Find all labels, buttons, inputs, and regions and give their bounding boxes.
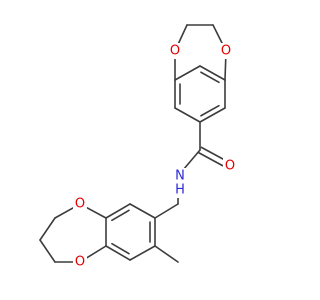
bond (154, 245, 179, 263)
double-bond (200, 146, 227, 162)
bond (177, 24, 188, 46)
double-bond (200, 104, 220, 117)
amide-hydrogen: H (175, 183, 185, 198)
bond (129, 203, 156, 219)
oxepine-oxygen-1: O (75, 197, 85, 212)
bond (39, 217, 56, 241)
atom-label-background (173, 168, 187, 184)
molecule-structure: O O O O O NH (39, 24, 237, 270)
double-bond (111, 242, 130, 255)
bond (174, 107, 201, 123)
bond (105, 203, 131, 219)
double-bond (197, 151, 224, 167)
bond (199, 107, 226, 123)
bond (224, 57, 227, 81)
amide-nitrogen: N (175, 169, 185, 184)
atom-label-background (168, 43, 182, 59)
oxepine-oxygen-2: O (75, 255, 85, 270)
atom-label-background (173, 182, 187, 198)
carbonyl-oxygen: O (225, 159, 235, 174)
bond (105, 245, 131, 261)
bond (129, 245, 156, 261)
bond (85, 206, 107, 219)
double-bond (200, 71, 220, 84)
bond (54, 206, 75, 219)
atom-label-background (219, 43, 233, 59)
atom-label-background (73, 196, 87, 212)
atom-label-background (73, 254, 87, 270)
bond (39, 239, 56, 263)
bond (212, 24, 224, 46)
bond (174, 65, 201, 81)
bond (154, 203, 179, 219)
bond (85, 245, 107, 260)
double-bond (111, 209, 130, 222)
dioxine-oxygen-1: O (170, 44, 180, 59)
atom-label-background (223, 158, 237, 174)
dioxine-oxygen-2: O (221, 44, 231, 59)
bond (181, 149, 201, 172)
bond (199, 65, 226, 81)
